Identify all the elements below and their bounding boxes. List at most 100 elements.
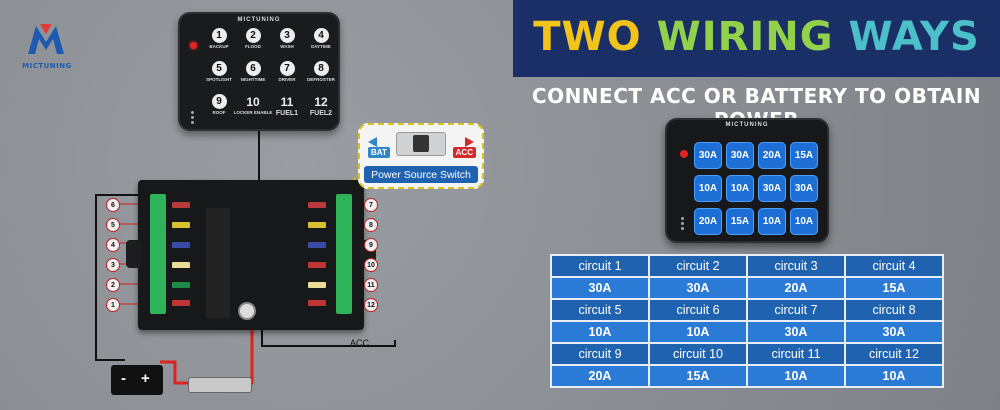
table-row: circuit 9 circuit 10 circuit 11 circuit … bbox=[552, 344, 942, 364]
amp-button-3[interactable]: 20A bbox=[758, 142, 786, 169]
circuit-name: circuit 4 bbox=[846, 256, 942, 276]
switch-label: BACKUP bbox=[209, 44, 229, 49]
circuit-number-badge: 5 bbox=[106, 218, 120, 232]
switch-number: 7 bbox=[279, 61, 295, 76]
switch-number: 9 bbox=[211, 94, 227, 109]
table-row: circuit 5 circuit 6 circuit 7 circuit 8 bbox=[552, 300, 942, 320]
acc-tag: ACC bbox=[452, 147, 476, 158]
switch-label: DAYTIME bbox=[311, 44, 331, 49]
amp-button-2[interactable]: 30A bbox=[726, 142, 754, 169]
switch-number: 5 bbox=[211, 61, 227, 76]
table-row: 20A 15A 10A 10A bbox=[552, 366, 942, 386]
amp-grid: 30A 30A 20A 15A 10A 10A 30A 30A 20A 15A … bbox=[694, 142, 818, 235]
amp-button-10[interactable]: 15A bbox=[726, 208, 754, 235]
fuse-right-7 bbox=[308, 202, 326, 208]
circuit-name: circuit 9 bbox=[552, 344, 648, 364]
switch-number: 10 bbox=[246, 94, 260, 109]
switch-number: 8 bbox=[313, 61, 329, 76]
headline-word-3: WAYS bbox=[848, 14, 980, 60]
indicator-dots-icon bbox=[681, 217, 684, 232]
relay-block bbox=[206, 208, 230, 318]
amp-button-8[interactable]: 30A bbox=[790, 175, 818, 202]
brand-logo: MICTUNING bbox=[22, 22, 72, 70]
circuit-name: circuit 10 bbox=[650, 344, 746, 364]
circuit-number-badge: 4 bbox=[106, 238, 120, 252]
circuit-number-badge: 11 bbox=[364, 278, 378, 292]
mount-ear bbox=[126, 240, 142, 268]
right-terminal-strip bbox=[336, 194, 352, 314]
circuit-number-badge: 10 bbox=[364, 258, 378, 272]
circuit-amp: 15A bbox=[650, 366, 746, 386]
circuit-amp: 20A bbox=[552, 366, 648, 386]
fuse-right-9 bbox=[308, 242, 326, 248]
switch-number: 4 bbox=[313, 28, 329, 43]
circuit-number-badge: 3 bbox=[106, 258, 120, 272]
power-stud-icon bbox=[238, 302, 256, 320]
amp-button-4[interactable]: 15A bbox=[790, 142, 818, 169]
amp-button-12[interactable]: 10A bbox=[790, 208, 818, 235]
amp-button-7[interactable]: 30A bbox=[758, 175, 786, 202]
circuit-amp: 10A bbox=[748, 366, 844, 386]
circuit-amp: 15A bbox=[846, 278, 942, 298]
amp-button-6[interactable]: 10A bbox=[726, 175, 754, 202]
switch-label: SPOTLIGHT bbox=[206, 77, 232, 82]
battery-plus: + bbox=[141, 370, 150, 387]
battery-minus: - bbox=[121, 370, 126, 387]
indicator-dots-icon bbox=[191, 111, 194, 126]
circuit-number-badge: 8 bbox=[364, 218, 378, 232]
amp-button-5[interactable]: 10A bbox=[694, 175, 722, 202]
amp-button-11[interactable]: 10A bbox=[758, 208, 786, 235]
bat-tag: BAT bbox=[368, 147, 390, 158]
left-terminal-strip bbox=[150, 194, 166, 314]
amp-button-1[interactable]: 30A bbox=[694, 142, 722, 169]
power-source-toggle[interactable] bbox=[396, 132, 446, 156]
fuse-left-5 bbox=[172, 222, 190, 228]
switch-label: DEFROSTER bbox=[307, 77, 335, 82]
circuit-number-badge: 12 bbox=[364, 298, 378, 312]
circuit-name: circuit 7 bbox=[748, 300, 844, 320]
circuit-amp: 30A bbox=[650, 278, 746, 298]
switch-number: 2 bbox=[245, 28, 261, 43]
panel-brand: MICTUNING bbox=[237, 17, 281, 23]
headline-banner: TWO WIRING WAYS bbox=[513, 0, 1000, 77]
power-icon[interactable] bbox=[190, 42, 197, 49]
arrow-left-icon bbox=[368, 137, 377, 147]
fuse-left-3 bbox=[172, 262, 190, 268]
circuit-name: circuit 8 bbox=[846, 300, 942, 320]
switch-label: FUEL2 bbox=[309, 110, 333, 117]
circuit-name: circuit 3 bbox=[748, 256, 844, 276]
circuit-name: circuit 1 bbox=[552, 256, 648, 276]
amp-button-9[interactable]: 20A bbox=[694, 208, 722, 235]
fuse-right-8 bbox=[308, 222, 326, 228]
circuit-amp-table: circuit 1 circuit 2 circuit 3 circuit 4 … bbox=[550, 254, 944, 388]
switch-label: ROOF bbox=[212, 110, 226, 115]
fuse-left-4 bbox=[172, 242, 190, 248]
power-source-switch-callout: BAT ACC Power Source Switch bbox=[358, 123, 484, 189]
circuit-name: circuit 12 bbox=[846, 344, 942, 364]
panel-brand: MICTUNING bbox=[725, 122, 769, 128]
switch-label: WASH bbox=[280, 44, 294, 49]
circuit-name: circuit 11 bbox=[748, 344, 844, 364]
switch-label: NIGHTTIME bbox=[240, 77, 266, 82]
acc-wire-label: ACC bbox=[350, 338, 370, 348]
inline-fuse-holder bbox=[188, 377, 252, 393]
circuit-name: circuit 5 bbox=[552, 300, 648, 320]
fuse-right-11 bbox=[308, 282, 326, 288]
circuit-number-badge: 6 bbox=[106, 198, 120, 212]
circuit-amp: 20A bbox=[748, 278, 844, 298]
power-icon[interactable] bbox=[680, 150, 688, 158]
